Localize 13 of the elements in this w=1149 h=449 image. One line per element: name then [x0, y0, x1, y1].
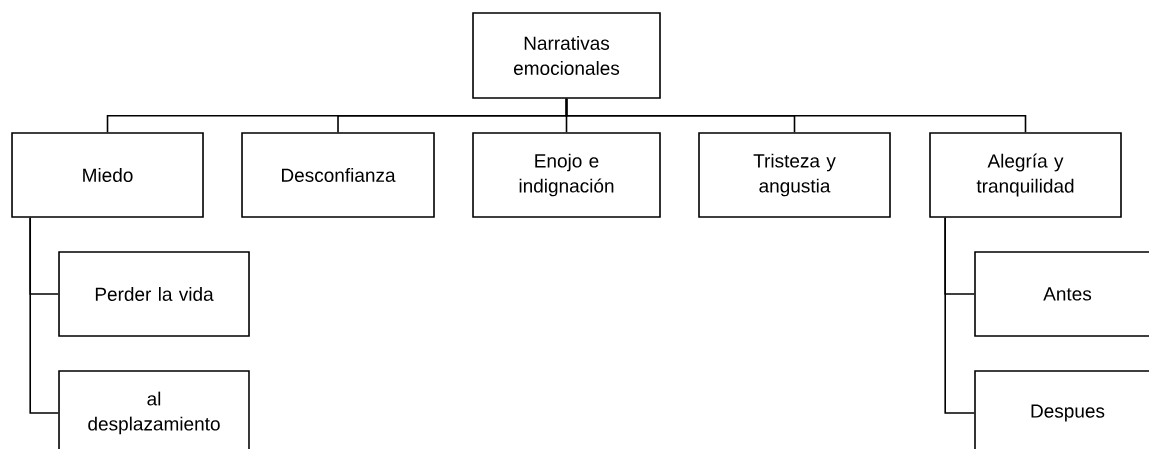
- category-box: Perder la vida: [58, 251, 250, 337]
- category-box: Tristeza y angustia: [698, 132, 891, 218]
- category-box: Despues: [974, 370, 1149, 449]
- category-box: Enojo e indignación: [472, 132, 661, 218]
- connector-line: [944, 217, 975, 414]
- category-box: Narrativas emocionales: [472, 12, 661, 99]
- category-box: Miedo: [11, 132, 204, 218]
- category-box: Alegría y tranquilidad: [929, 132, 1122, 218]
- category-box: Desconfianza: [241, 132, 435, 218]
- connector-line: [29, 217, 59, 414]
- connector-line: [565, 98, 1027, 133]
- category-box: al desplazamiento: [58, 370, 250, 449]
- category-box: Antes: [974, 251, 1149, 337]
